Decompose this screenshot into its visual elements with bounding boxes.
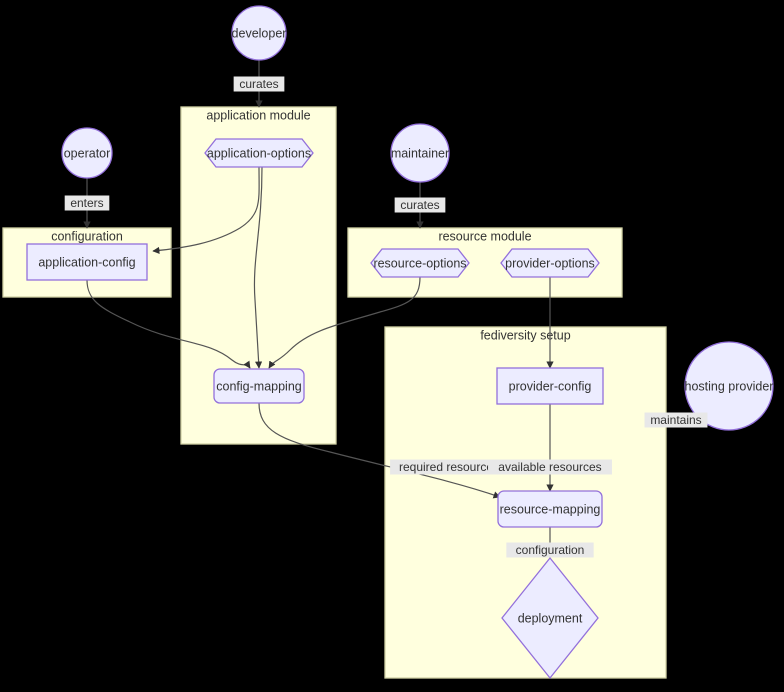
node-shape[interactable] (204, 138, 314, 168)
node-provider-options[interactable]: provider-options (500, 248, 600, 278)
node-label: operator (64, 146, 111, 160)
node-label: hosting provider (685, 379, 774, 393)
edge-application-options-to-config-mapping (253, 166, 263, 369)
node-application-config[interactable]: application-config (26, 243, 148, 281)
cluster-label: configuration (51, 229, 123, 243)
node-shape[interactable] (497, 490, 603, 528)
edge-label-text: curates (400, 198, 439, 212)
node-maintainer[interactable]: maintainer (390, 123, 450, 183)
edge-label-maintainer-to-resource-module: curates (394, 197, 446, 213)
edge-label-provider-config-to-resource-mapping: available resources (488, 459, 612, 475)
node-hosting-provider[interactable]: hosting provider (684, 341, 774, 431)
edge-label-bg (488, 459, 612, 475)
node-label: maintainer (391, 146, 449, 160)
edge-application-options-to-application-config (152, 166, 260, 254)
node-config-mapping[interactable]: config-mapping (213, 368, 305, 404)
edge-label-text: required resources (399, 460, 499, 474)
edge-application-config-to-config-mapping (86, 279, 251, 369)
cluster-label: fediversity setup (480, 328, 570, 342)
edge-label-text: curates (239, 77, 278, 91)
edge-label-operator-to-configuration: enters (64, 195, 110, 211)
edge-label-bg (394, 197, 446, 213)
node-shape[interactable] (501, 556, 599, 680)
node-label: provider-config (509, 379, 592, 393)
node-label: application-options (207, 146, 311, 160)
edge-label-resource-mapping-to-deployment: configuration (506, 542, 594, 558)
node-shape[interactable] (370, 248, 470, 278)
node-label: application-config (38, 255, 135, 269)
node-label: resource-mapping (500, 502, 601, 516)
node-operator[interactable]: operator (61, 127, 113, 179)
node-label: resource-options (373, 256, 466, 270)
node-shape[interactable] (500, 248, 600, 278)
node-shape[interactable] (213, 368, 305, 404)
edge-label-text: available resources (498, 460, 601, 474)
node-deployment[interactable]: deployment (501, 556, 599, 680)
node-shape[interactable] (231, 5, 287, 61)
edge-label-bg (233, 76, 285, 92)
edge-label-config-mapping-to-resource-mapping: required resources (390, 459, 508, 475)
node-label: deployment (518, 611, 583, 625)
node-shape[interactable] (684, 341, 774, 431)
node-application-options[interactable]: application-options (204, 138, 314, 168)
node-shape[interactable] (61, 127, 113, 179)
edge-config-mapping-to-resource-mapping (258, 402, 501, 499)
edge-label-developer-to-application-module: curates (233, 76, 285, 92)
node-label: config-mapping (216, 379, 302, 393)
edge-label-bg (506, 542, 594, 558)
edge-label-hosting-provider-to-fediversity-setup: maintains (644, 412, 708, 428)
node-resource-mapping[interactable]: resource-mapping (497, 490, 603, 528)
edge-resource-options-to-config-mapping (268, 276, 421, 369)
edge-label-text: enters (70, 196, 103, 210)
node-developer[interactable]: developer (231, 5, 287, 61)
cluster-label: resource module (438, 229, 531, 243)
node-shape[interactable] (496, 367, 604, 405)
edge-label-bg (390, 459, 508, 475)
nodes-layer: developer operator maintainer hosting provi… (26, 5, 774, 680)
cluster-label: application module (206, 108, 310, 122)
edge-label-text: configuration (516, 543, 585, 557)
node-resource-options[interactable]: resource-options (370, 248, 470, 278)
node-label: provider-options (505, 256, 595, 270)
node-shape[interactable] (26, 243, 148, 281)
edge-label-bg (644, 412, 708, 428)
edge-label-bg (64, 195, 110, 211)
node-label: developer (232, 26, 287, 40)
node-shape[interactable] (390, 123, 450, 183)
edge-label-text: maintains (650, 413, 701, 427)
node-provider-config[interactable]: provider-config (496, 367, 604, 405)
